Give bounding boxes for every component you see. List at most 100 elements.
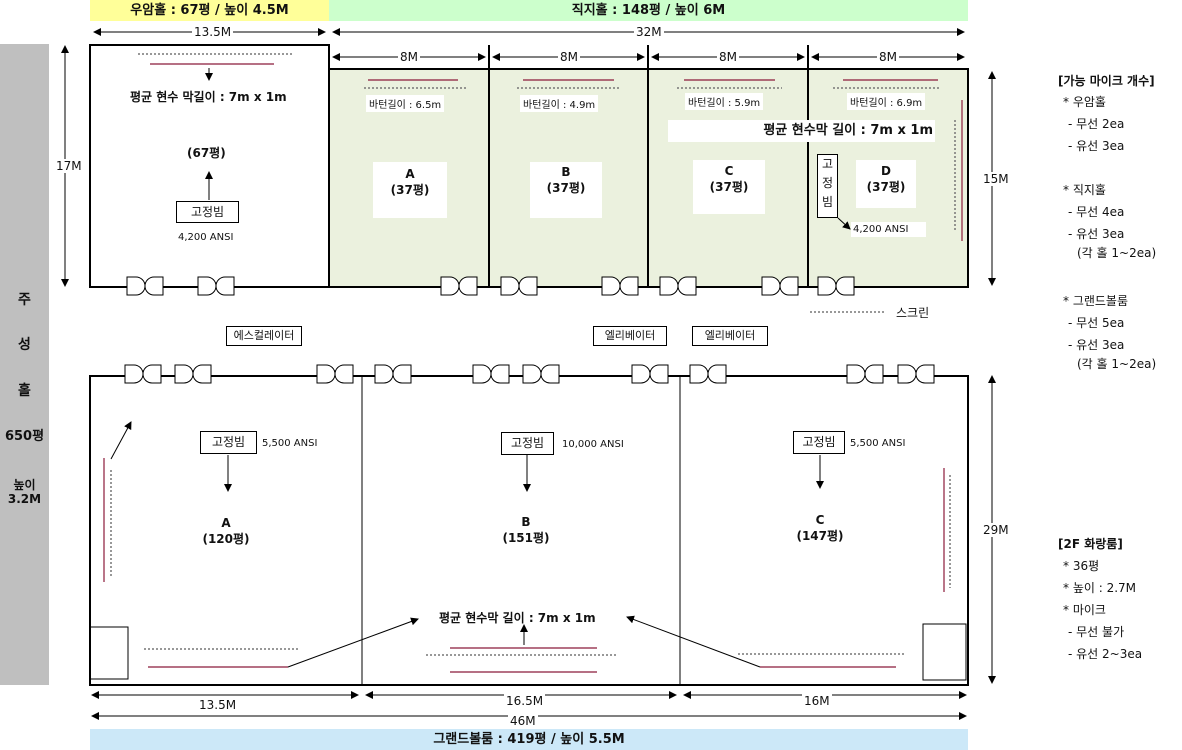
grand-room-c: C (147평) xyxy=(780,513,860,544)
mic-title: [가능 마이크 개수] xyxy=(1058,74,1155,88)
grand-total-label: 46M xyxy=(508,714,538,728)
uam-ansi-label: 4,200 ANSI xyxy=(178,232,234,243)
f2-wired: - 유선 2~3ea xyxy=(1068,647,1143,661)
grand-ballroom-band: 그랜드볼룸 : 419평 / 높이 5.5M xyxy=(90,729,968,750)
grand-b-ansi: 10,000 ANSI xyxy=(562,439,624,450)
elevator-1-label: 엘리베이터 xyxy=(593,326,667,346)
grand-a-beam-box: 고정빔 xyxy=(200,431,257,454)
double-door-icon xyxy=(659,276,697,296)
grand-seg3-label: 16M xyxy=(802,694,832,708)
uam-height-label: 17M xyxy=(56,159,82,173)
grand-c-ansi: 5,500 ANSI xyxy=(850,438,906,449)
double-door-icon xyxy=(761,276,799,296)
double-door-icon xyxy=(316,364,354,384)
mic-uam-header: * 우암홀 xyxy=(1063,95,1106,109)
double-door-icon xyxy=(846,364,884,384)
jusung-char-2: 성 xyxy=(18,337,31,353)
mic-grand-wired: - 유선 3ea xyxy=(1068,338,1125,352)
jusung-height-label: 높이 xyxy=(13,478,36,492)
jikji-room-d-size: (37평) xyxy=(866,180,906,194)
jikji-seg2-label: 8M xyxy=(558,50,580,64)
jikji-room-a: A (37평) xyxy=(373,162,447,218)
grand-seg1-label: 13.5M xyxy=(199,698,237,712)
grand-b-beam-box: 고정빔 xyxy=(501,432,554,455)
double-door-icon xyxy=(631,364,669,384)
double-door-icon xyxy=(522,364,560,384)
uam-beam-box: 고정빔 xyxy=(176,201,239,223)
jikji-batten-c: 바턴길이 : 5.9m xyxy=(685,93,764,110)
jikji-room-d: D (37평) xyxy=(856,160,916,208)
double-door-icon xyxy=(817,276,855,296)
elevator-2-label: 엘리베이터 xyxy=(692,326,768,346)
jikji-batten-a: 바턴길이 : 6.5m xyxy=(366,95,445,112)
mic-uam-wireless: - 무선 2ea xyxy=(1068,117,1125,131)
jikji-room-b: B (37평) xyxy=(530,162,602,218)
jikji-hall-band: 직지홀 : 148평 / 높이 6M xyxy=(329,0,968,21)
jikji-seg4-label: 8M xyxy=(877,50,899,64)
mic-uam-wired: - 유선 3ea xyxy=(1068,139,1125,153)
jikji-room-c-size: (37평) xyxy=(709,180,749,194)
grand-room-c-name: C xyxy=(815,513,825,527)
jikji-seg3-label: 8M xyxy=(717,50,739,64)
jikji-screen-label: 평균 현수막 길이 : 7m x 1m xyxy=(668,120,935,142)
jikji-height-label: 15M xyxy=(983,172,1009,186)
uam-hall-band: 우암홀 : 67평 / 높이 4.5M xyxy=(90,0,329,21)
jikji-seg1-label: 8M xyxy=(398,50,420,64)
grand-room-a: A (120평) xyxy=(186,516,266,547)
grand-screen-label: 평균 현수막 길이 : 7m x 1m xyxy=(439,611,596,625)
jikji-room-c: C (37평) xyxy=(693,160,765,214)
mic-jikji-wireless: - 무선 4ea xyxy=(1068,205,1125,219)
grand-room-b-name: B xyxy=(521,515,531,529)
jusung-height-value: 3.2M xyxy=(7,492,42,506)
jikji-beam-char-2: 정 xyxy=(821,176,834,190)
f2-size: * 36평 xyxy=(1063,559,1100,573)
jusung-char-1: 주 xyxy=(18,292,31,308)
grand-room-c-size: (147평) xyxy=(796,529,844,543)
f2-title: [2F 화랑룸] xyxy=(1058,537,1123,551)
jikji-beam-char-3: 빔 xyxy=(821,195,834,209)
double-door-icon xyxy=(197,276,235,296)
jusung-char-3: 홀 xyxy=(18,383,31,399)
double-door-icon xyxy=(601,276,639,296)
jikji-room-a-name: A xyxy=(405,167,415,181)
double-door-icon xyxy=(126,276,164,296)
grand-room-b: B (151평) xyxy=(486,515,566,546)
double-door-icon xyxy=(689,364,727,384)
jikji-batten-d: 바턴길이 : 6.9m xyxy=(847,93,926,110)
grand-room-b-size: (151평) xyxy=(502,531,550,545)
jikji-room-c-name: C xyxy=(724,164,734,178)
grand-c-beam-box: 고정빔 xyxy=(793,431,845,454)
double-door-icon xyxy=(440,276,478,296)
jikji-room-b-name: B xyxy=(561,165,571,179)
uam-width-label: 13.5M xyxy=(192,25,234,39)
grand-seg2-label: 16.5M xyxy=(504,694,546,708)
jikji-width-label: 32M xyxy=(634,25,664,39)
jikji-beam-box: 고 정 빔 xyxy=(817,154,838,218)
jikji-beam-char-1: 고 xyxy=(821,157,834,171)
jusung-size: 650평 xyxy=(4,429,45,444)
jikji-room-d-name: D xyxy=(881,164,891,178)
escalator-label: 에스컬레이터 xyxy=(226,326,302,346)
grand-room-a-size: (120평) xyxy=(202,532,250,546)
double-door-icon xyxy=(472,364,510,384)
double-door-icon xyxy=(374,364,412,384)
mic-jikji-header: * 직지홀 xyxy=(1063,183,1106,197)
grand-height-label: 29M xyxy=(983,523,1009,537)
jusung-hall-panel: 주 성 홀 650평 높이 3.2M xyxy=(0,44,49,685)
uam-screen-label: 평균 현수 막길이 : 7m x 1m xyxy=(130,90,287,104)
screen-legend-label: 스크린 xyxy=(896,306,930,320)
jikji-room-a-size: (37평) xyxy=(390,183,430,197)
mic-grand-header: * 그랜드볼룸 xyxy=(1063,294,1129,308)
double-door-icon xyxy=(124,364,162,384)
mic-jikji-wired: - 유선 3ea xyxy=(1068,227,1125,241)
grand-room-a-name: A xyxy=(221,516,231,530)
f2-height: * 높이 : 2.7M xyxy=(1063,581,1137,595)
double-door-icon xyxy=(897,364,935,384)
double-door-icon xyxy=(174,364,212,384)
mic-grand-wireless: - 무선 5ea xyxy=(1068,316,1125,330)
uam-size-label: (67평) xyxy=(187,146,226,160)
mic-grand-note: (각 홀 1~2ea) xyxy=(1077,357,1157,371)
jikji-room-b-size: (37평) xyxy=(546,181,586,195)
f2-wireless: - 무선 불가 xyxy=(1068,625,1125,639)
